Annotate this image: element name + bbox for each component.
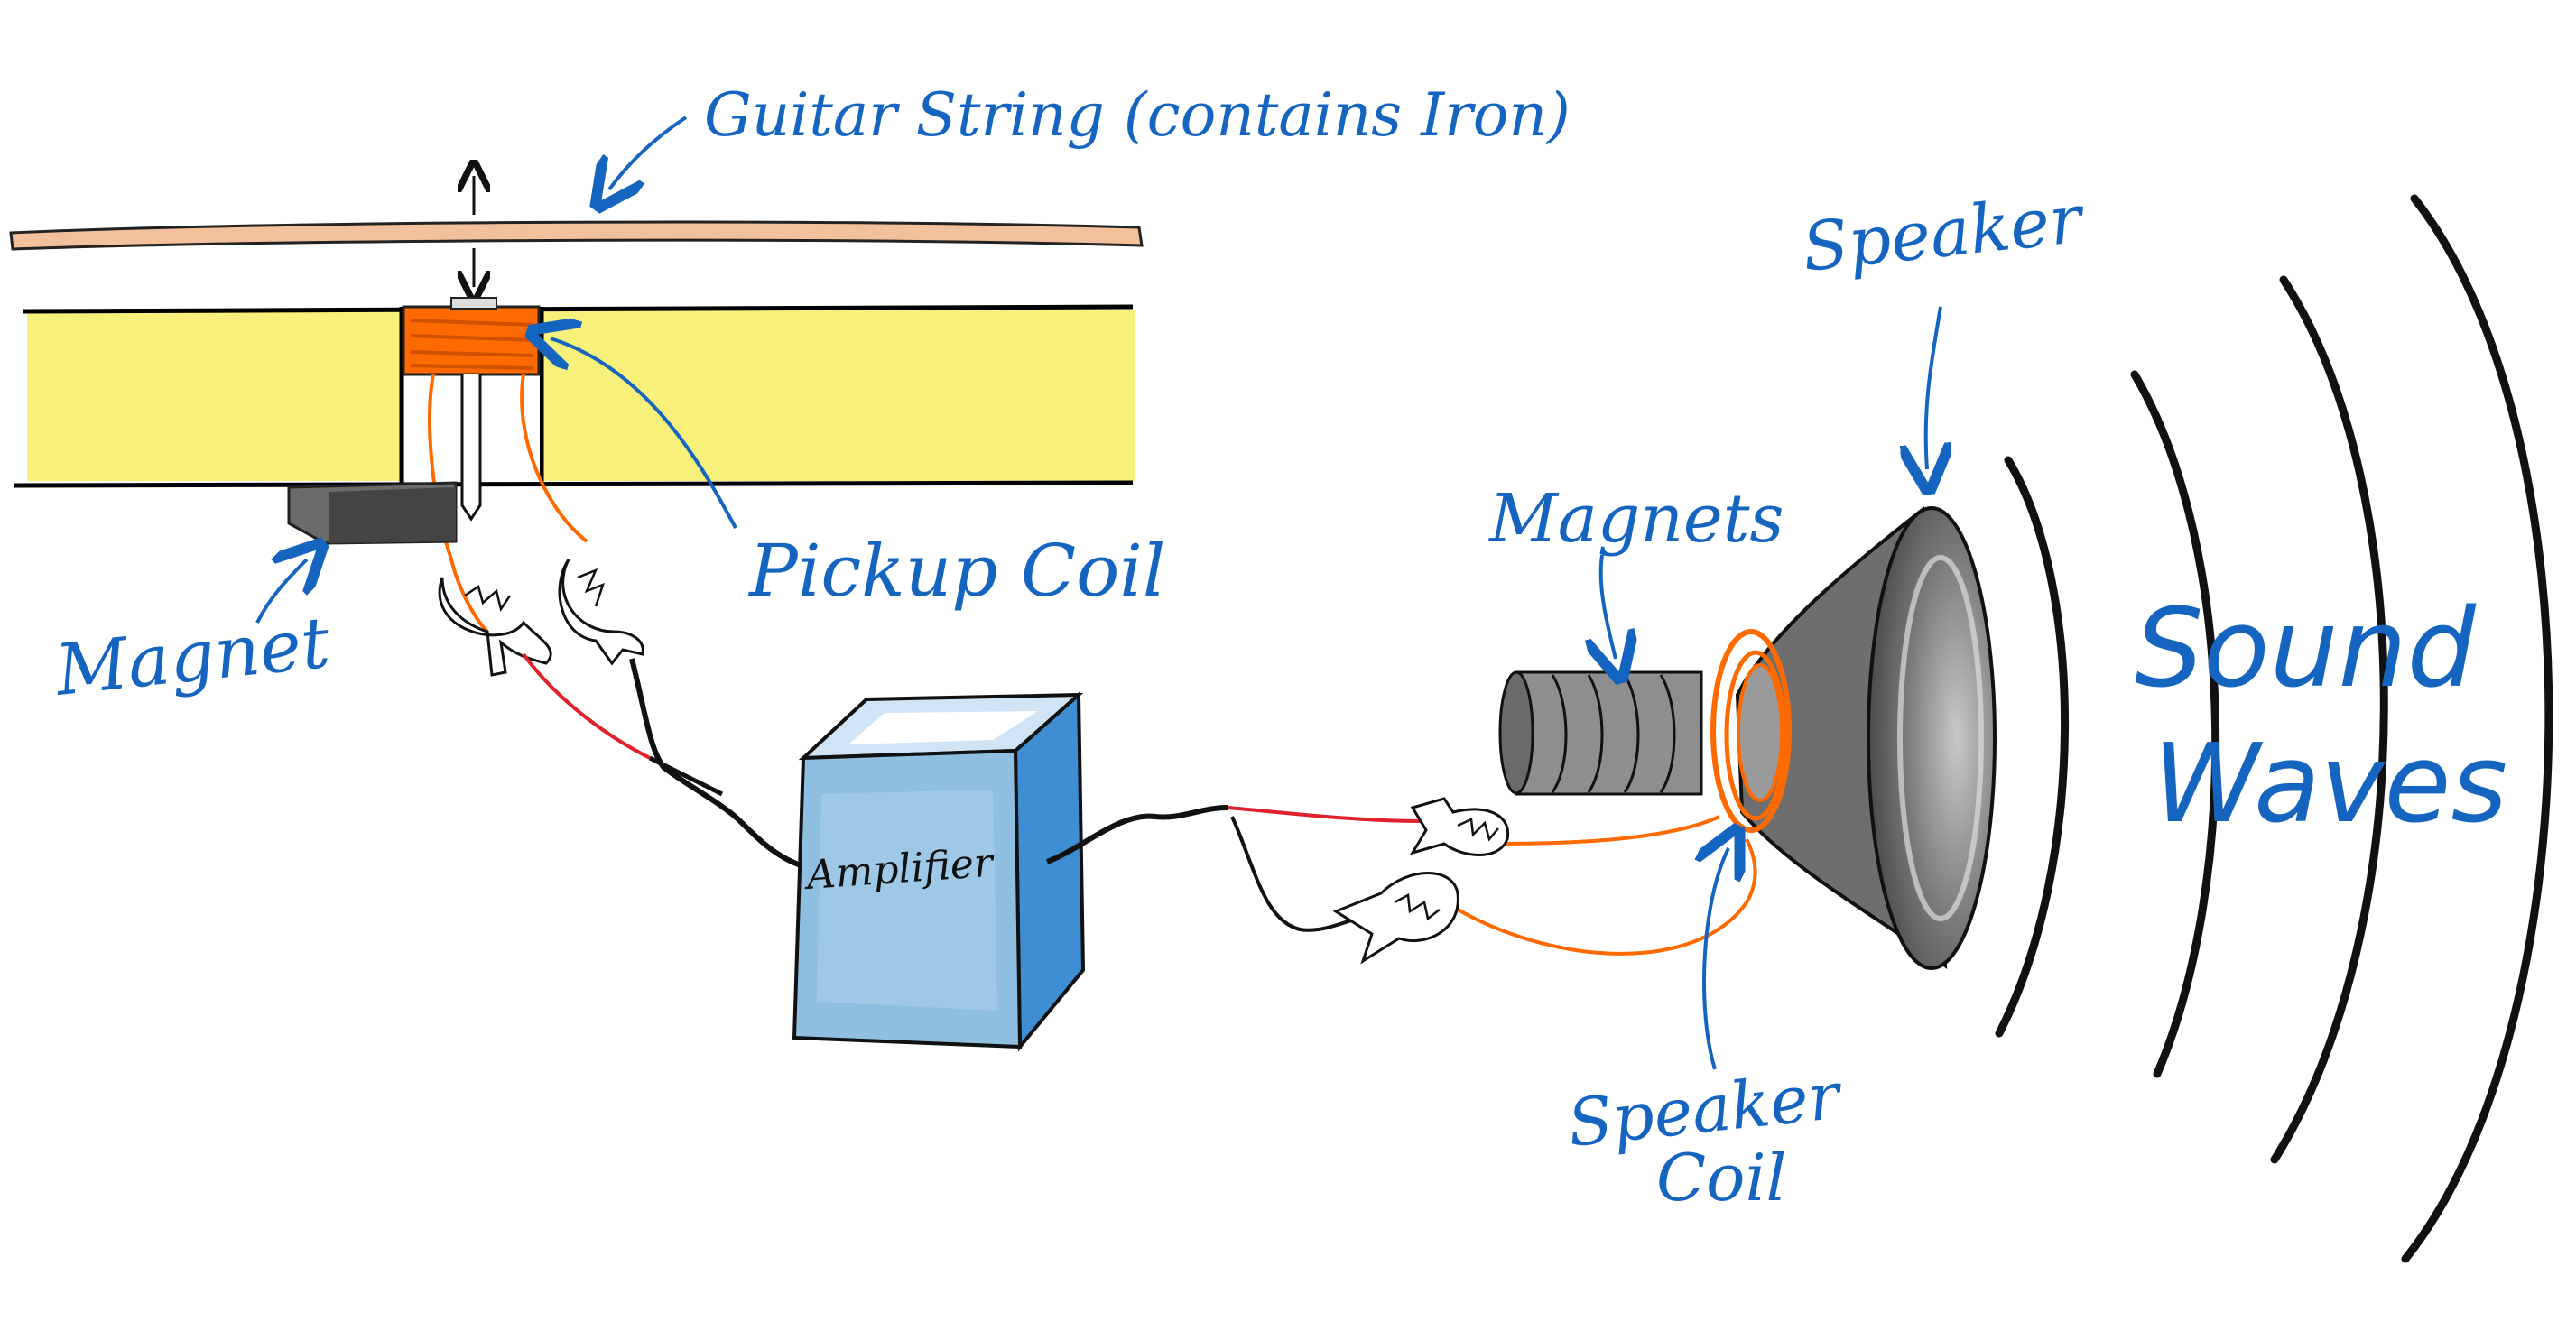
label-magnets: Magnets [1487,480,1784,558]
alligator-clip-speaker-bottom [1332,872,1459,965]
label-guitar-string: Guitar String (contains Iron) [704,80,1571,150]
guitar-string [9,220,1144,251]
label-sound-waves-line2: Waves [2153,722,2507,847]
speaker-cone [1735,506,1997,970]
label-sound-waves-line1: Sound [2135,587,2477,712]
label-pickup-coil: Pickup Coil [747,529,1165,613]
label-speaker: Speaker [1799,180,2090,286]
pickup-wires [522,652,804,869]
speaker-magnets [1498,670,1703,796]
speaker-coil [1710,629,1792,833]
annotation-arrows [255,116,1941,1070]
pickup-coil [402,297,588,633]
sound-waves [1995,194,2553,1263]
alligator-clip-right [558,559,644,666]
label-speaker-coil-line2: Coil [1656,1140,1787,1215]
alligator-clip-speaker-top [1409,797,1510,856]
alligator-clip-left [438,577,552,677]
label-magnet: Magnet [51,603,334,713]
pickup-magnet [287,481,458,545]
amplifier: Amplifier [792,690,1086,1052]
guitar-body [13,304,1135,488]
